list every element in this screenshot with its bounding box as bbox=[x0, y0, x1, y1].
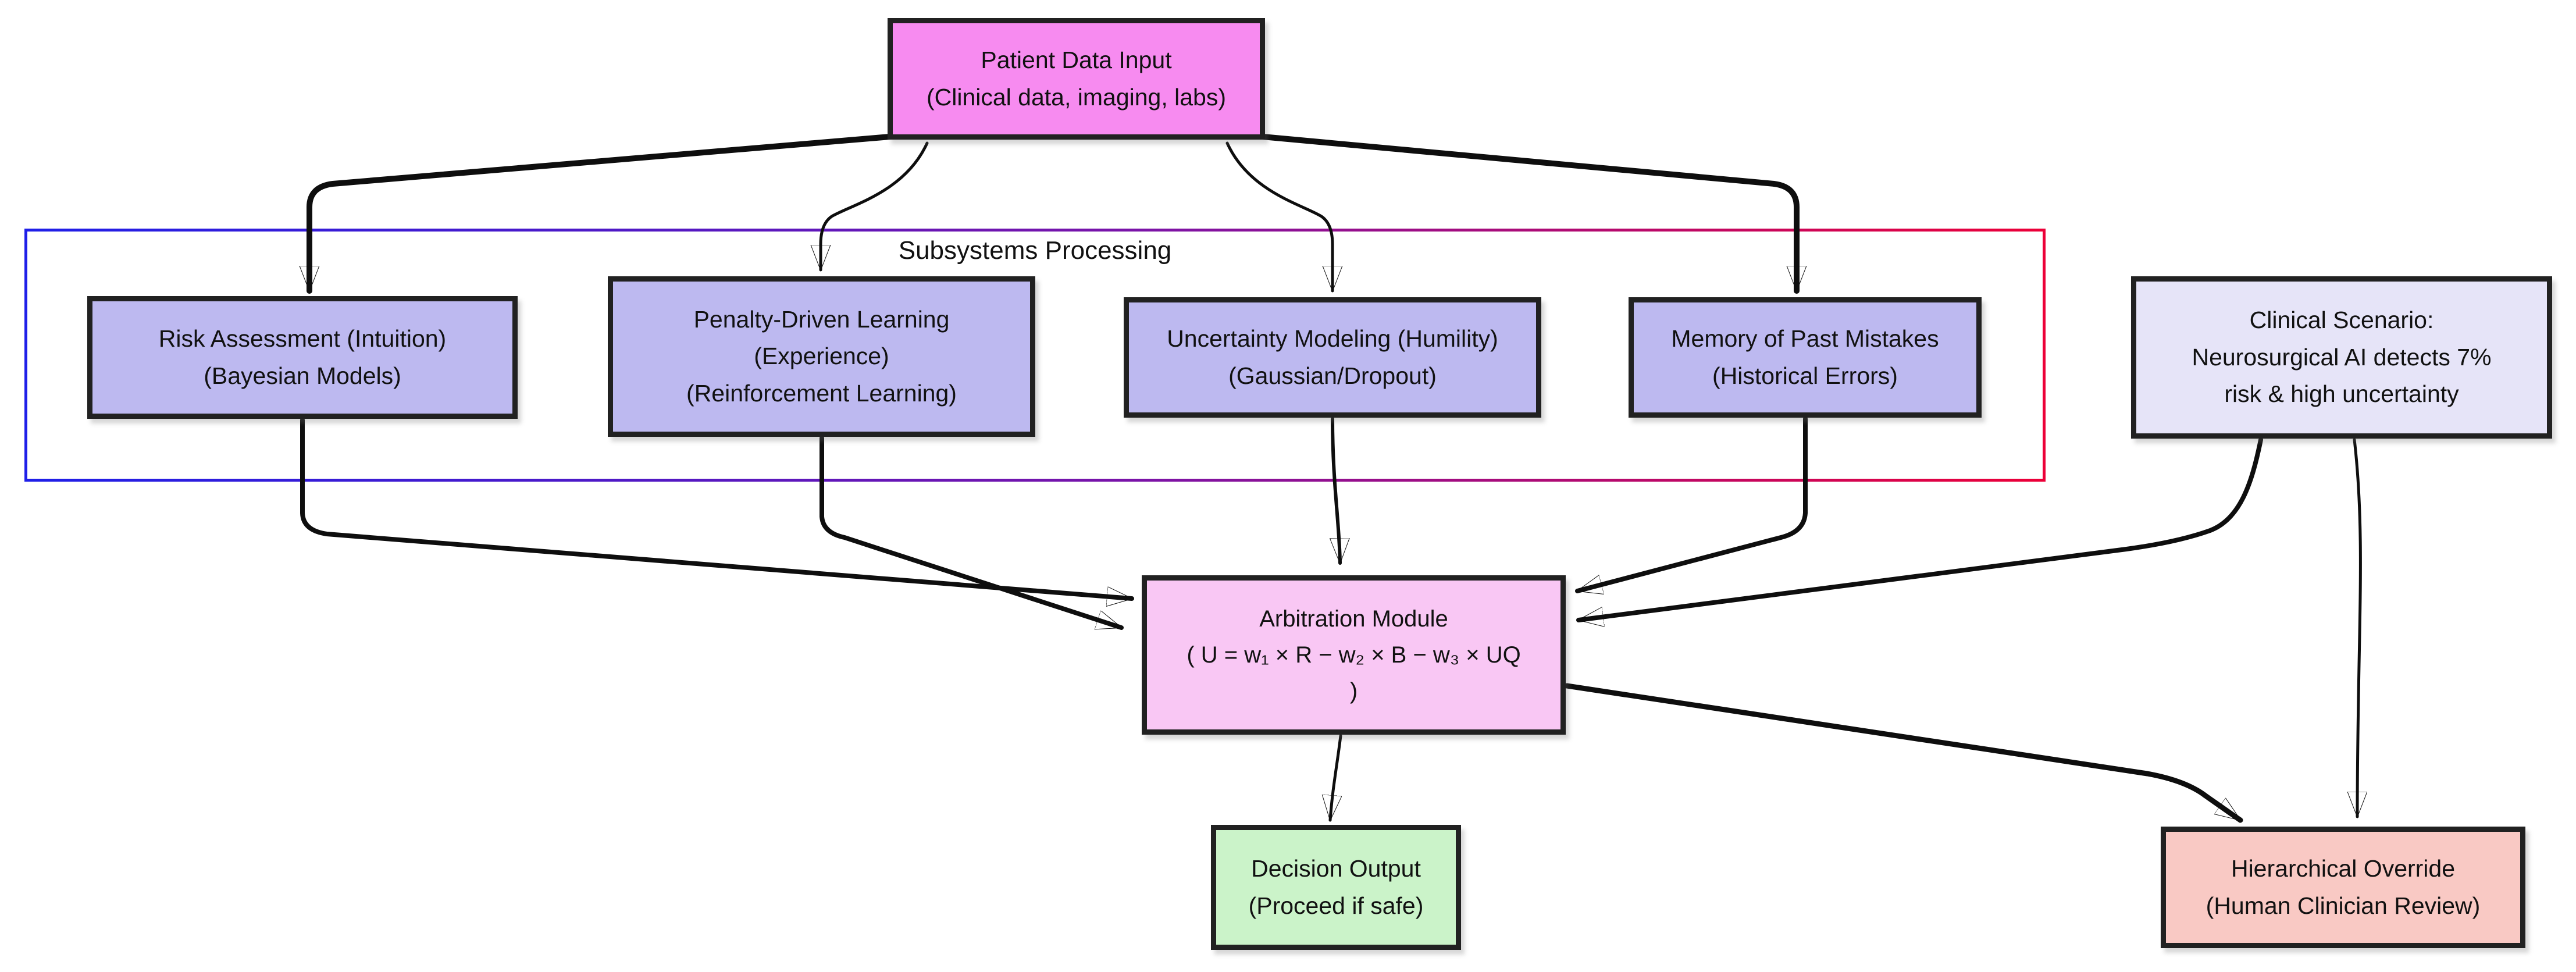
node-line: Hierarchical Override bbox=[2231, 854, 2456, 882]
node-line: ) bbox=[1349, 678, 1358, 704]
node-arbitration-module: Arbitration Module ( U = w₁ × R − w₂ × B… bbox=[1142, 575, 1566, 735]
edge-clinical-to-override bbox=[2354, 438, 2360, 818]
edge-risk-to-arbitration bbox=[300, 418, 1134, 599]
edge-patient-to-uncertainty bbox=[1225, 141, 1332, 293]
node-line: ( U = w₁ × R − w₂ × B − w₃ × UQ bbox=[1187, 642, 1521, 668]
node-line: Decision Output bbox=[1251, 854, 1421, 882]
node-line: Risk Assessment (Intuition) bbox=[158, 325, 447, 352]
edge-uncertainty-to-arbitration bbox=[1332, 417, 1340, 565]
node-line: (Gaussian/Dropout) bbox=[1228, 362, 1437, 389]
edge-clinical-to-arbitration bbox=[1576, 437, 2263, 620]
node-line: Penalty-Driven Learning bbox=[693, 305, 950, 333]
subsystems-frame-label: Subsystems Processing bbox=[898, 236, 1172, 265]
node-line: (Historical Errors) bbox=[1712, 362, 1898, 389]
node-line: (Bayesian Models) bbox=[204, 362, 401, 389]
node-line: Memory of Past Mistakes bbox=[1671, 325, 1939, 352]
node-memory-of-past-mistakes: Memory of Past Mistakes (Historical Erro… bbox=[1629, 297, 1982, 418]
node-penalty-driven-learning: Penalty-Driven Learning (Experience) (Re… bbox=[608, 276, 1035, 437]
node-line: Clinical Scenario: bbox=[2249, 307, 2434, 334]
edge-arbitration-to-decision bbox=[1330, 734, 1342, 822]
node-line: Patient Data Input bbox=[981, 46, 1172, 73]
edge-patient-to-memory bbox=[1253, 133, 1797, 294]
node-clinical-scenario: Clinical Scenario: Neurosurgical AI dete… bbox=[2131, 276, 2552, 439]
node-line: (Proceed if safe) bbox=[1248, 892, 1424, 919]
node-line: (Reinforcement Learning) bbox=[686, 379, 957, 407]
node-line: (Human Clinician Review) bbox=[2206, 892, 2481, 919]
node-line: (Experience) bbox=[754, 343, 889, 370]
node-line: risk & high uncertainty bbox=[2224, 380, 2459, 408]
node-decision-output: Decision Output (Proceed if safe) bbox=[1211, 825, 1461, 950]
node-line: Arbitration Module bbox=[1259, 606, 1448, 632]
edge-patient-to-penalty bbox=[821, 141, 929, 272]
edge-penalty-to-arbitration bbox=[820, 436, 1124, 630]
node-patient-data-input: Patient Data Input (Clinical data, imagi… bbox=[888, 18, 1265, 140]
edge-patient-to-risk bbox=[309, 133, 900, 294]
node-risk-assessment: Risk Assessment (Intuition) (Bayesian Mo… bbox=[87, 296, 518, 419]
node-line: Neurosurgical AI detects 7% bbox=[2192, 343, 2492, 371]
node-uncertainty-modeling: Uncertainty Modeling (Humility) (Gaussia… bbox=[1124, 297, 1541, 418]
edge-arbitration-to-override bbox=[1564, 683, 2243, 823]
node-line: Uncertainty Modeling (Humility) bbox=[1167, 325, 1498, 352]
edge-memory-to-arbitration bbox=[1575, 416, 1808, 591]
node-line: (Clinical data, imaging, labs) bbox=[926, 83, 1226, 111]
node-hierarchical-override: Hierarchical Override (Human Clinician R… bbox=[2161, 827, 2525, 948]
